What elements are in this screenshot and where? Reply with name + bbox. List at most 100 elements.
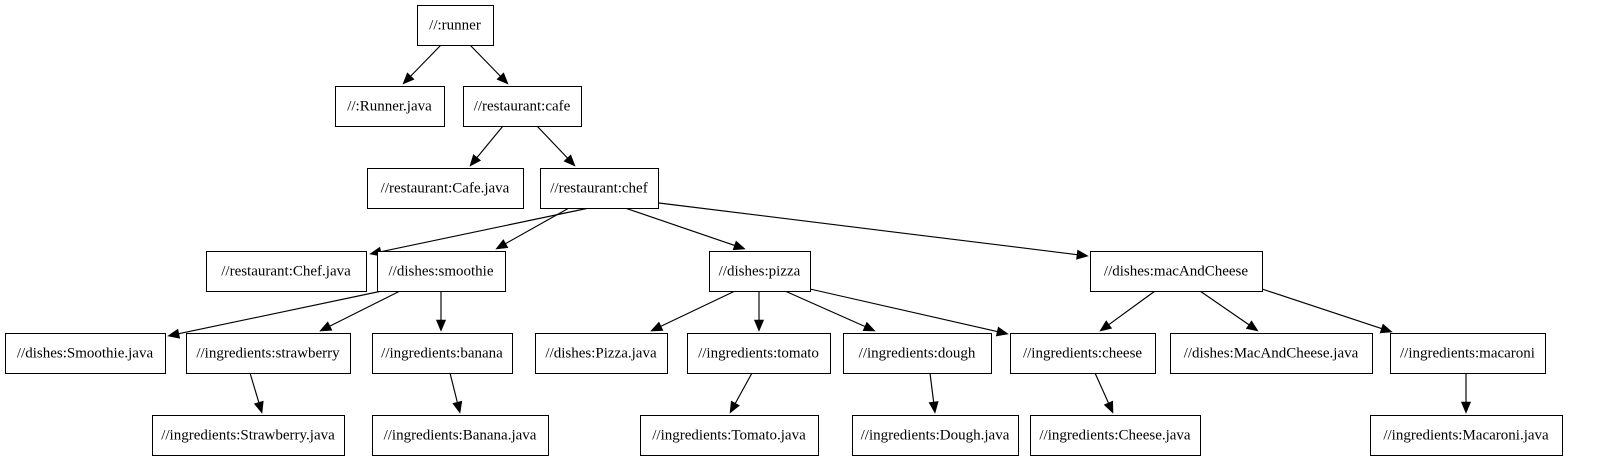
node-box[interactable] — [152, 415, 345, 456]
edge-line — [329, 290, 401, 327]
edge-line — [784, 290, 866, 328]
graph-node[interactable]: //ingredients:macaroni — [1390, 333, 1546, 374]
graph-node[interactable]: //ingredients:tomato — [687, 333, 831, 374]
arrowhead-icon — [496, 72, 509, 85]
graph-edge — [1094, 372, 1114, 414]
graph-node[interactable]: //ingredients:Cheese.java — [1030, 415, 1201, 456]
node-label: //ingredients:dough — [859, 345, 976, 361]
graph-edge — [495, 207, 570, 250]
arrowhead-icon — [319, 321, 333, 332]
node-box[interactable] — [335, 86, 445, 127]
node-label: //:Runner.java — [347, 98, 432, 114]
node-box[interactable] — [206, 251, 367, 292]
arrowhead-icon — [402, 72, 415, 85]
graph-node[interactable]: //restaurant:Chef.java — [206, 251, 367, 292]
node-box[interactable] — [535, 333, 668, 374]
edge-line — [809, 288, 998, 333]
graph-node[interactable]: //ingredients:Macaroni.java — [1370, 415, 1563, 456]
graph-edge — [469, 125, 504, 167]
edge-line — [1261, 288, 1382, 330]
graph-node[interactable]: //ingredients:Tomato.java — [640, 415, 819, 456]
edge-line — [410, 44, 442, 77]
node-label: //dishes:Pizza.java — [545, 345, 657, 361]
graph-node[interactable]: //restaurant:chef — [540, 168, 659, 209]
graph-node[interactable]: //ingredients:dough — [843, 333, 992, 374]
arrowhead-icon — [995, 326, 1009, 337]
node-box[interactable] — [540, 168, 659, 209]
graph-node[interactable]: //dishes:pizza — [709, 251, 811, 292]
node-label: //dishes:MacAndCheese.java — [1184, 345, 1359, 361]
node-label: //restaurant:cafe — [474, 98, 571, 114]
graph-edge — [928, 372, 939, 414]
node-label: //ingredients:tomato — [698, 345, 819, 361]
graph-node[interactable]: //dishes:macAndCheese — [1090, 251, 1263, 292]
edge-line — [536, 125, 568, 159]
arrowhead-icon — [1103, 400, 1114, 414]
graph-node[interactable]: //ingredients:strawberry — [186, 333, 351, 374]
node-label: //restaurant:Cafe.java — [381, 180, 510, 196]
graph-edge — [650, 290, 736, 332]
node-box[interactable] — [640, 415, 819, 456]
node-box[interactable] — [1390, 333, 1546, 374]
node-label: //ingredients:cheese — [1023, 345, 1142, 361]
arrowhead-icon — [1460, 401, 1472, 414]
arrowhead-icon — [495, 239, 509, 250]
arrowhead-icon — [452, 400, 463, 414]
arrowhead-icon — [732, 240, 746, 251]
graph-node[interactable]: //dishes:MacAndCheese.java — [1170, 333, 1373, 374]
edge-line — [658, 202, 1078, 256]
graph-node[interactable]: //ingredients:banana — [372, 333, 513, 374]
node-box[interactable] — [1370, 415, 1563, 456]
node-label: //ingredients:Banana.java — [384, 427, 537, 443]
node-box[interactable] — [1170, 333, 1373, 374]
node-box[interactable] — [687, 333, 831, 374]
node-box[interactable] — [852, 415, 1019, 456]
graph-node[interactable]: //dishes:smoothie — [377, 251, 506, 292]
arrowhead-icon — [1379, 323, 1393, 334]
node-label: //ingredients:macaroni — [1400, 345, 1535, 361]
node-box[interactable] — [377, 251, 506, 292]
graph-edge — [249, 372, 264, 414]
arrowhead-icon — [253, 400, 264, 414]
node-box[interactable] — [367, 168, 524, 209]
graph-node[interactable]: //dishes:Pizza.java — [535, 333, 668, 374]
node-box[interactable] — [709, 251, 811, 292]
graph-node[interactable]: //ingredients:Dough.java — [852, 415, 1019, 456]
graph-node[interactable]: //dishes:Smoothie.java — [5, 333, 166, 374]
node-box[interactable] — [1030, 415, 1201, 456]
node-label: //dishes:Smoothie.java — [17, 345, 154, 361]
node-label: //restaurant:Chef.java — [221, 263, 351, 279]
node-box[interactable] — [372, 333, 513, 374]
graph-node[interactable]: //ingredients:Strawberry.java — [152, 415, 345, 456]
node-box[interactable] — [463, 86, 582, 127]
graph-node[interactable]: //:runner — [417, 5, 494, 46]
edge-line — [476, 125, 504, 158]
node-box[interactable] — [5, 333, 166, 374]
node-box[interactable] — [372, 415, 549, 456]
node-label: //ingredients:banana — [381, 345, 503, 361]
node-box[interactable] — [1010, 333, 1156, 374]
node-box[interactable] — [1090, 251, 1263, 292]
node-box[interactable] — [843, 333, 992, 374]
nodes-layer: //:runner //:Runner.java //restaurant:cafe… — [5, 5, 1563, 456]
node-box[interactable] — [186, 333, 351, 374]
graph-edge — [167, 290, 383, 339]
node-label: //dishes:macAndCheese — [1104, 263, 1248, 279]
edge-line — [178, 290, 383, 335]
node-label: //restaurant:chef — [550, 180, 647, 196]
edge-line — [1108, 290, 1156, 325]
node-label: //ingredients:Dough.java — [861, 427, 1010, 443]
edge-line — [624, 207, 735, 246]
graph-node[interactable]: //ingredients:Banana.java — [372, 415, 549, 456]
node-box[interactable] — [417, 5, 494, 46]
arrowhead-icon — [753, 319, 765, 332]
arrowhead-icon — [1245, 320, 1259, 332]
graph-node[interactable]: //ingredients:cheese — [1010, 333, 1156, 374]
graph-node[interactable]: //restaurant:Cafe.java — [367, 168, 524, 209]
graph-node[interactable]: //:Runner.java — [335, 86, 445, 127]
arrowhead-icon — [928, 401, 939, 414]
node-label: //dishes:smoothie — [389, 263, 494, 279]
graph-node[interactable]: //restaurant:cafe — [463, 86, 582, 127]
graph-edge — [536, 125, 576, 167]
